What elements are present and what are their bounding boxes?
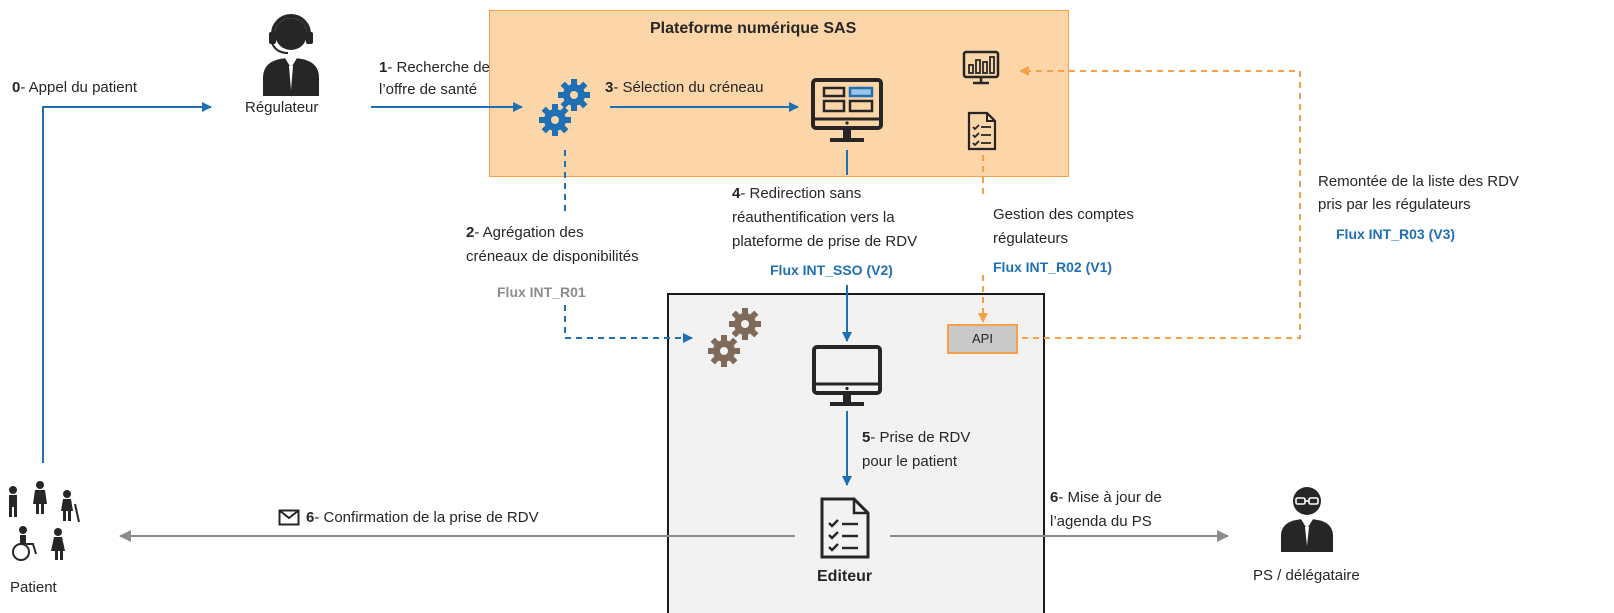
sas-title: Plateforme numérique SAS [650,20,857,37]
step6a-text: - Confirmation de la prise de RDV [314,509,539,526]
arrow-step0 [42,102,212,463]
step0-text: - Appel du patient [20,79,138,96]
flux-r02: Flux INT_R02 (V1) [993,259,1113,275]
step1-number: 1 [379,59,388,76]
editeur-document-icon [820,497,870,559]
regulateur-headset-icon [263,14,319,96]
step0-number: 0 [12,79,21,96]
step0-label: 0- Appel du patient [12,78,137,98]
step6-agenda-label: 6- Mise à jour de [1050,488,1162,508]
step2-label-line2: créneaux de disponibilités [466,248,639,265]
gestion-label: Gestion des comptes [993,206,1134,223]
step6-agenda-label-line2: l’agenda du PS [1050,513,1152,530]
remontee-label: Remontée de la liste des RDV [1318,173,1519,190]
step5-label-line2: pour le patient [862,453,958,470]
step5-number: 5 [862,429,871,446]
step3-number: 3 [605,79,614,96]
step2-label: 2- Agrégation des [466,223,584,243]
flux-r03: Flux INT_R03 (V3) [1336,226,1456,242]
gestion-label-line2: régulateurs [993,230,1069,247]
step6b-number: 6 [1050,489,1059,506]
api-badge: API [947,324,1018,354]
editeur-screen-icon [812,345,882,406]
step5-text-a: - Prise de RDV [870,429,971,446]
regulateur-label: Régulateur [245,99,319,116]
patients-group-icon [9,481,80,561]
ps-doctor-icon [1281,487,1333,552]
step1-text-a: - Recherche de [387,59,490,76]
patient-label: Patient [10,579,57,596]
ps-label: PS / délégataire [1253,567,1360,584]
step3-label: 3- Sélection du créneau [605,78,763,98]
sas-gears-icon [539,79,590,136]
step6a-number: 6 [306,509,315,526]
arrow-step2b [564,305,693,343]
flux-sso: Flux INT_SSO (V2) [770,262,893,278]
step3-text: - Sélection du créneau [613,79,764,96]
arrow-r03 [1019,66,1301,339]
step4-text-a: - Redirection sans [740,185,862,202]
editeur-gears-icon [708,308,761,367]
step5-label: 5- Prise de RDV [862,428,970,448]
sas-screen-icon [811,78,883,142]
step4-label: 4- Redirection sans [732,184,861,204]
remontee-label-line2: pris par les régulateurs [1318,196,1471,213]
editeur-title: Editeur [817,568,873,585]
step4-label-line2: réauthentification vers la [732,209,895,226]
step6-confirmation-label: 6- Confirmation de la prise de RDV [306,508,539,528]
step2-number: 2 [466,224,475,241]
checklist-doc-icon [967,111,997,151]
flux-r01: Flux INT_R01 [497,284,586,300]
dashboard-icon [962,50,1000,85]
step1-label: 1- Recherche de [379,58,490,78]
step6b-text-a: - Mise à jour de [1058,489,1162,506]
step4-label-line3: plateforme de prise de RDV [732,233,918,250]
envelope-icon [278,509,300,526]
step2-text-a: - Agrégation des [474,224,584,241]
step1-label-line2: l’offre de santé [379,81,478,98]
step4-number: 4 [732,185,741,202]
